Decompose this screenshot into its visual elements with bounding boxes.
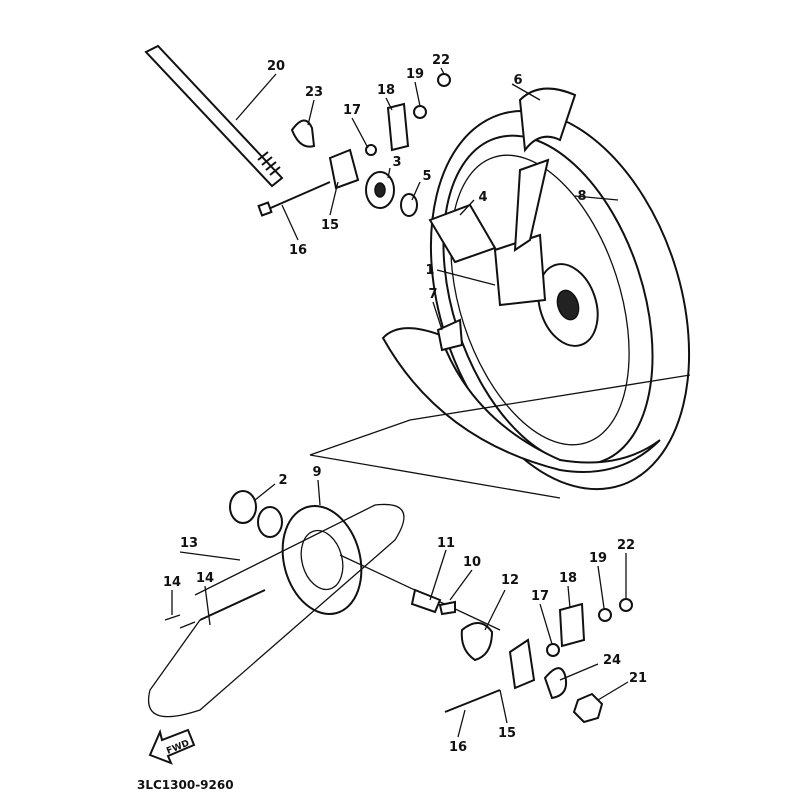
callout-23: 23 [305,85,323,100]
sprocket-and-chain [148,490,633,724]
part-code: 3LC1300-9260 [137,778,234,792]
callout-11: 11 [437,536,455,551]
callout-15: 15 [321,218,339,233]
callout-19: 19 [406,67,424,82]
callout-9: 9 [312,465,321,480]
callout-22: 22 [617,538,635,553]
leader-lines [171,67,629,738]
callout-6: 6 [513,73,522,88]
hub-parts-top [257,73,497,352]
callout-5: 5 [422,169,431,184]
callout-24: 24 [603,653,621,668]
callout-16: 16 [449,740,467,755]
axle-shaft [144,44,284,188]
callout-17: 17 [531,589,549,604]
callout-13: 13 [180,536,198,551]
callout-14: 14 [163,575,181,590]
callout-8: 8 [577,189,586,204]
callout-14: 14 [196,571,214,586]
callout-12: 12 [501,573,519,588]
callout-4: 4 [478,190,487,205]
callout-2: 2 [278,473,287,488]
callout-17: 17 [343,103,361,118]
fwd-arrow-icon: FWD [148,728,196,765]
callout-15: 15 [498,726,516,741]
callout-21: 21 [629,671,647,686]
callout-22: 22 [432,53,450,68]
callout-20: 20 [267,59,285,74]
callout-1: 1 [425,263,434,278]
callout-16: 16 [289,243,307,258]
callout-18: 18 [559,571,577,586]
callout-7: 7 [428,287,437,302]
callout-19: 19 [589,551,607,566]
wheel-assembly [309,87,691,499]
callout-3: 3 [392,155,401,170]
callout-18: 18 [377,83,395,98]
callout-10: 10 [463,555,481,570]
